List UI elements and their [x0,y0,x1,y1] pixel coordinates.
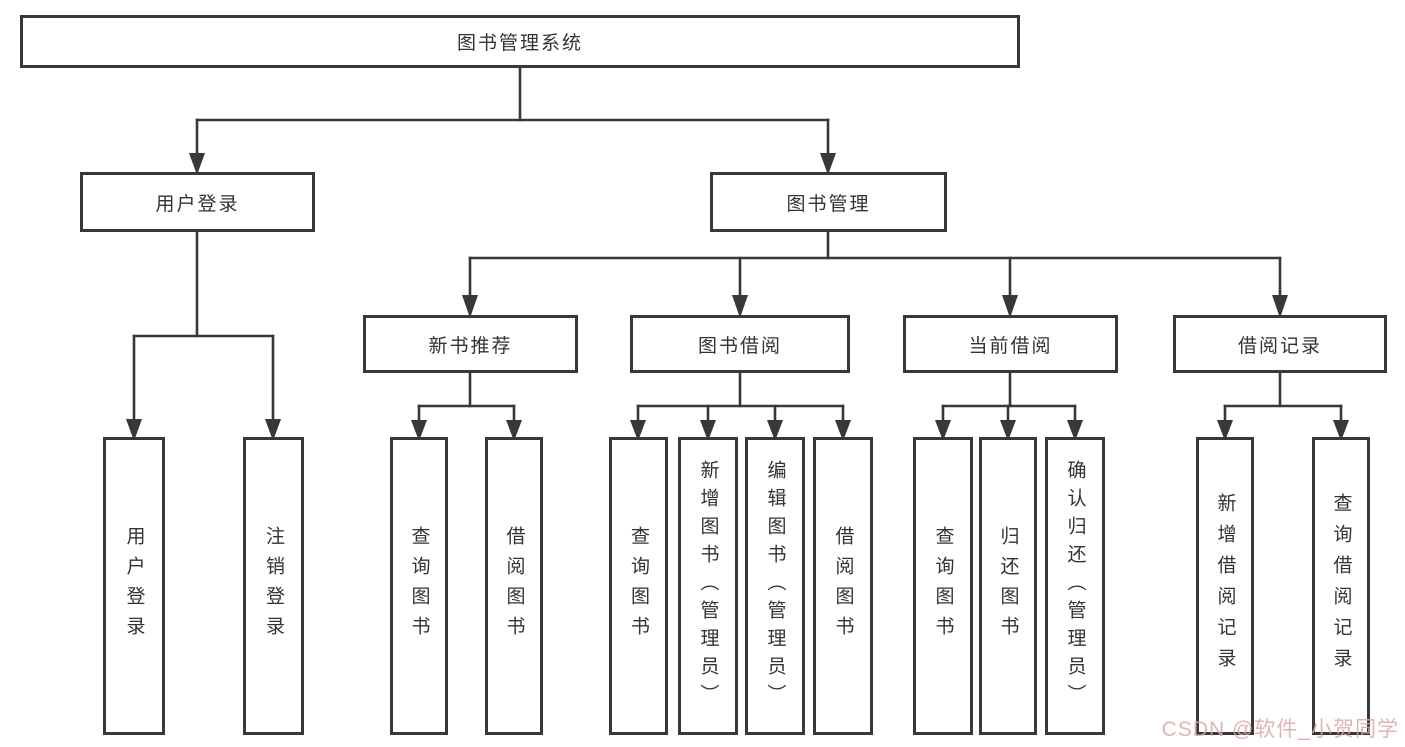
leaf-query-borrow-record: 查询借阅记录 [1312,437,1370,735]
leaf-borrow-books-recommend: 借阅图书 [485,437,543,735]
node-book-management: 图书管理 [710,172,947,232]
leaf-add-books-admin: 新增图书（管理员） [678,437,738,735]
leaf-edit-books-admin: 编辑图书（管理员） [745,437,805,735]
leaf-confirm-return-admin: 确认归还（管理员） [1045,437,1105,735]
leaf-logout: 注销登录 [243,437,304,735]
node-new-book-recommend: 新书推荐 [363,315,578,373]
leaf-borrow-books-borrowing: 借阅图书 [813,437,873,735]
leaf-query-books-current: 查询图书 [913,437,973,735]
node-user-login: 用户登录 [80,172,315,232]
leaf-user-login: 用户登录 [103,437,165,735]
node-current-borrowing: 当前借阅 [903,315,1118,373]
node-borrowing-records: 借阅记录 [1173,315,1387,373]
node-book-borrowing: 图书借阅 [630,315,850,373]
leaf-query-books-borrowing: 查询图书 [609,437,668,735]
leaf-return-books: 归还图书 [979,437,1037,735]
leaf-query-books-recommend: 查询图书 [390,437,448,735]
leaf-add-borrow-record: 新增借阅记录 [1196,437,1254,735]
csdn-watermark: CSDN @软件_小贺同学 [1161,718,1399,741]
node-library-management-system: 图书管理系统 [20,15,1020,68]
